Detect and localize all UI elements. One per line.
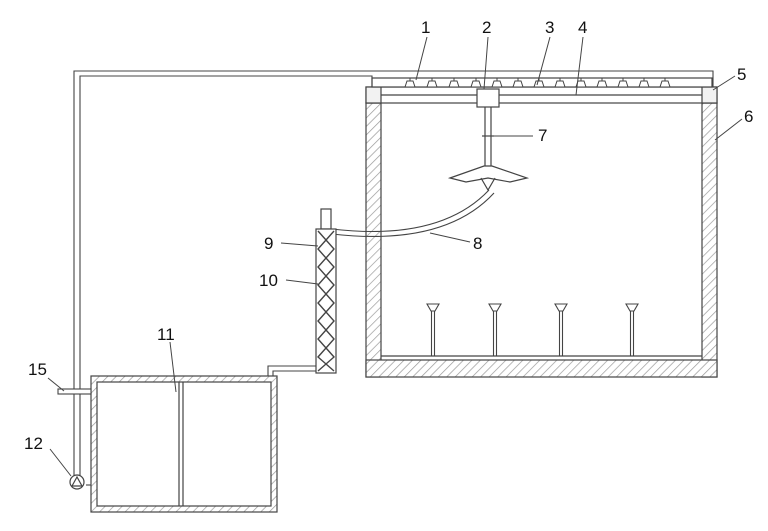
piping [57, 70, 714, 488]
spiral-coil-back [317, 230, 335, 372]
leader-lines [47, 36, 743, 477]
spreader-hub [480, 177, 496, 192]
label-6: 6 [744, 107, 753, 126]
cover-end-left [365, 86, 382, 104]
supply-pipe-b [79, 75, 373, 478]
label-1: 1 [421, 18, 430, 37]
stand-cup [625, 303, 639, 312]
floor-stands [426, 303, 639, 356]
label-4: 4 [578, 18, 587, 37]
column-body [315, 228, 337, 374]
stand-cup [554, 303, 568, 312]
stand-cup [488, 303, 502, 312]
nozzle-icon [554, 80, 566, 88]
chamber-right-wall [701, 102, 718, 378]
return-pipe-b [272, 370, 316, 376]
part-labels: 1 2 3 4 5 6 7 8 9 10 11 12 15 [24, 18, 753, 453]
label-12: 12 [24, 434, 43, 453]
nozzle-icon [426, 80, 438, 88]
return-pipe-a [267, 365, 316, 376]
label-5: 5 [737, 65, 746, 84]
chamber-walls [365, 102, 718, 378]
rotor-assembly [447, 88, 530, 192]
nozzle-icon [533, 80, 545, 88]
nozzle-icon [512, 80, 524, 88]
pump [69, 474, 85, 490]
chamber-floor [365, 359, 718, 378]
nozzle-icon [470, 80, 482, 88]
stand-cup [426, 303, 440, 312]
label-3: 3 [545, 18, 554, 37]
label-7: 7 [538, 126, 547, 145]
flexible-hose [331, 189, 495, 237]
overflow-pipe [57, 388, 92, 395]
nozzle-icon [596, 80, 608, 88]
nozzle-icon [638, 80, 650, 88]
label-11: 11 [157, 325, 175, 344]
spiral-column [315, 208, 337, 374]
nozzle-icon [617, 80, 629, 88]
column-cap [320, 208, 332, 230]
nozzle-icon [404, 80, 416, 88]
motor-block [476, 88, 500, 108]
nozzle-row [404, 78, 671, 88]
spiral-coil [317, 230, 335, 372]
label-2: 2 [482, 18, 491, 37]
water-tank [90, 375, 278, 513]
label-9: 9 [264, 234, 273, 253]
nozzle-icon [491, 80, 503, 88]
label-8: 8 [473, 234, 482, 253]
tank-inner [96, 381, 272, 507]
spreader-disc [447, 165, 530, 183]
label-10: 10 [259, 271, 278, 290]
supply-pipe-a [73, 70, 714, 488]
nozzle-icon [448, 80, 460, 88]
label-15: 15 [28, 360, 47, 379]
nozzle-icon [659, 80, 671, 88]
pump-triangle-icon [70, 475, 84, 487]
chamber-left-wall [365, 102, 382, 378]
